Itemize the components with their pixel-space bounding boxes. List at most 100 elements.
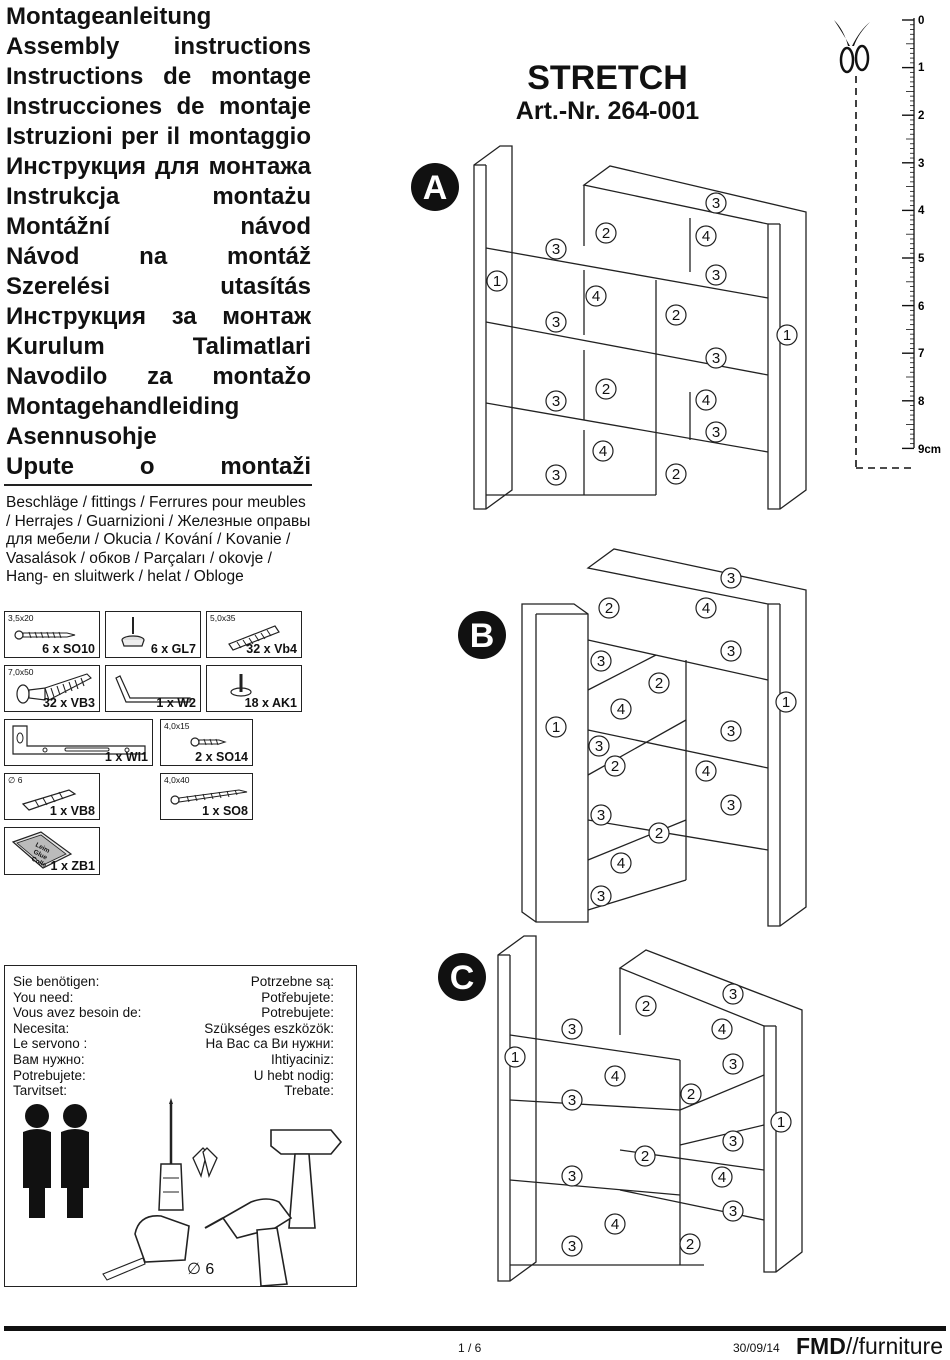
part-so10: 3,5x20 6 x SO10 [4,611,100,658]
svg-text:1: 1 [511,1049,519,1066]
you-need-it: Le servono : [13,1036,88,1052]
svg-text:3: 3 [552,314,560,331]
you-need-pl: Potrzebne są: [250,974,334,989]
variant-letter-b: B [470,617,495,655]
screw-icon [190,737,227,747]
shelf-variant-a: A 1 1 2 2 2 2 3 3 3 3 3 3 3 3 4 4 4 4 [411,145,807,510]
print-date: 30/09/14 [733,1341,780,1355]
scissors-icon [834,20,870,74]
svg-text:2: 2 [641,1148,649,1165]
svg-text:2: 2 [605,600,613,617]
part-vb3: 7,0x50 32 x VB3 [4,665,100,712]
title-it: Istruzioni per il montaggio [6,123,311,150]
measuring-ruler: 0 1 2 3 4 5 6 7 8 9cm [834,15,941,469]
you-need-ru: Вам нужно: [13,1051,85,1067]
glue-sachet-icon: Leim Glue Colle [11,831,73,869]
svg-text:2: 2 [687,1086,695,1103]
part-qty: 1 x ZB1 [50,859,95,873]
svg-text:2: 2 [655,825,663,842]
part-ak1: 18 x AK1 [206,665,302,712]
hammer-icon [270,1129,343,1229]
title-sk: Návod na montáž [6,243,311,270]
part-qty: 2 x SO14 [195,750,248,764]
ruler-label: 3 [918,158,924,170]
svg-text:4: 4 [592,288,600,305]
title-block: Montageanleitung Assembly instructions I… [6,2,311,482]
you-need-si: Potrebujete: [261,1005,334,1021]
part-vb8: ∅ 6 1 x VB8 [4,773,100,820]
ruler-ticks [902,19,914,450]
part-w2: 1 x W2 [105,665,201,712]
svg-text:3: 3 [729,1133,737,1150]
part-size: ∅ 6 [8,775,23,785]
svg-text:4: 4 [617,701,625,718]
title-si: Navodilo za montažo [6,363,311,390]
title-es: Instrucciones de montaje [6,93,311,120]
title-fi: Asennusohje [6,423,157,450]
footer-bar [4,1326,946,1331]
title-de: Montageanleitung [6,3,212,30]
svg-text:2: 2 [611,758,619,775]
you-need-es: Necesita: [13,1020,70,1036]
shelf-variant-c: C 1 1 2 2 2 2 3 3 3 3 3 3 3 3 4 4 4 4 [438,935,803,1282]
svg-text:1: 1 [493,273,501,290]
svg-text:4: 4 [702,763,710,780]
you-need-tr: Ihtiyaciniz: [270,1051,334,1067]
svg-text:3: 3 [568,1168,576,1185]
svg-text:3: 3 [712,350,720,367]
svg-text:3: 3 [597,888,605,905]
part-qty: 1 x SO8 [202,804,248,818]
drill-icon [204,1198,293,1286]
ruler-label: 2 [918,110,924,122]
part-qty: 1 x WI1 [104,750,148,764]
dowel-icon [228,625,280,651]
svg-text:1: 1 [552,719,560,736]
ruler-label: 7 [918,348,924,360]
brand-bold: FMD [796,1333,846,1359]
svg-text:3: 3 [568,1021,576,1038]
brand-rest: //furniture [845,1333,943,1359]
svg-text:3: 3 [568,1092,576,1109]
wall-plug-icon [21,789,77,811]
svg-text:4: 4 [617,855,625,872]
part-qty: 32 x VB3 [42,696,95,710]
you-need-sk: Potrebujete: [13,1067,86,1083]
you-need-fi: Tarvitset: [13,1083,68,1099]
svg-text:2: 2 [686,1236,694,1253]
variant-badge-b [458,611,506,659]
svg-text:3: 3 [729,1203,737,1220]
screw-icon [170,789,248,805]
svg-text:4: 4 [702,600,710,617]
part-qty: 1 x W2 [156,696,196,710]
separator-line [4,484,312,486]
svg-text:4: 4 [611,1068,619,1085]
part-wi1: 1 x WI1 [4,719,153,766]
brand-logo: FMD//furniture [796,1333,943,1359]
ruler-label: 9cm [918,444,941,456]
part-qty: 6 x GL7 [150,642,196,656]
you-need-list-right: Potrzebne są: Potřebujete: Potrebujete: … [204,974,334,1099]
svg-text:3: 3 [729,986,737,1003]
fittings-label: Beschläge / fittings / Ferrures pour meu… [6,494,311,586]
svg-text:3: 3 [552,393,560,410]
svg-text:2: 2 [602,381,610,398]
svg-text:1: 1 [777,1114,785,1131]
svg-text:4: 4 [599,443,607,460]
ruler-label: 4 [918,205,925,217]
svg-text:3: 3 [727,723,735,740]
glide-nail-icon [121,617,145,647]
part-size: 4,0x40 [164,775,190,785]
two-persons-icon [23,1104,89,1218]
svg-text:3: 3 [568,1238,576,1255]
you-need-en: You need: [13,989,74,1005]
title-hu: Szerelési utasítás [6,273,311,300]
you-need-bg: На Вас са Ви нужни: [205,1036,334,1052]
svg-text:3: 3 [597,653,605,670]
ruler-label: 0 [918,15,924,27]
tools-needed-box: Sie benötigen: You need: Vous avez besoi… [4,965,357,1287]
svg-text:2: 2 [672,307,680,324]
shelf-variant-b: B 1 1 2 2 2 2 3 3 3 3 3 3 3 3 4 4 4 4 [458,548,807,927]
product-name: STRETCH [527,59,688,97]
shelf-pin-icon [230,674,252,697]
title-ru: Инструкция для монтажа [6,153,311,180]
